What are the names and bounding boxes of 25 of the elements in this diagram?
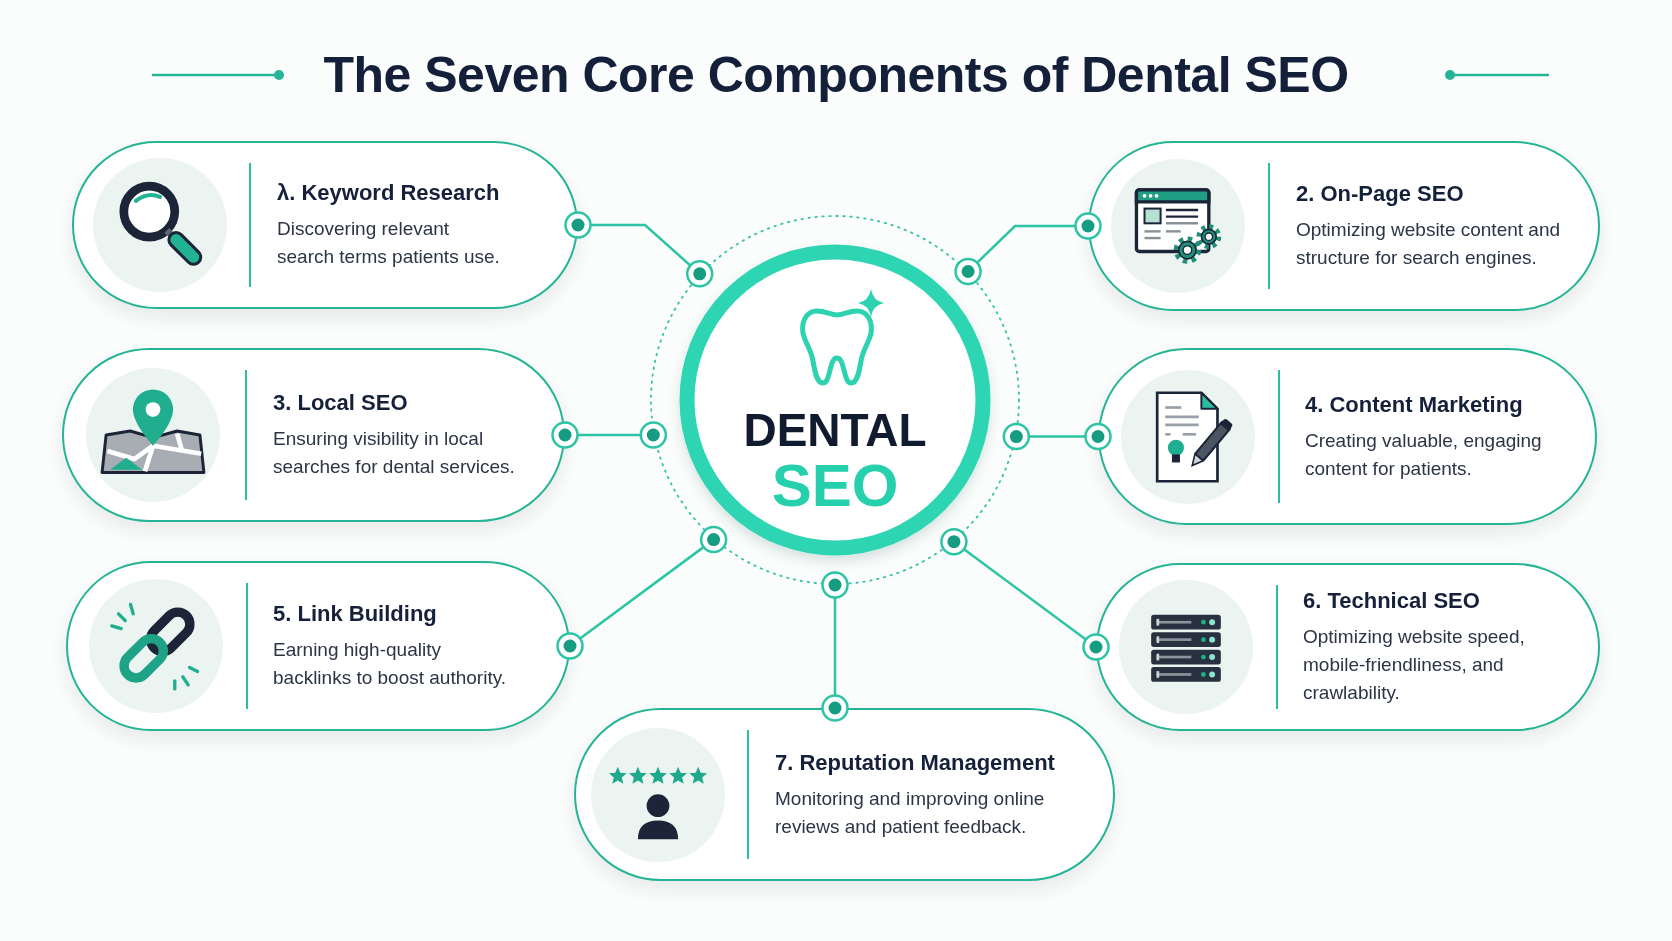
component-description: Discovering relevant search terms patients use. [277, 217, 501, 269]
component-title: 7. Reputation Management [775, 748, 1055, 777]
connector-line [821, 571, 849, 722]
connector-line [564, 211, 714, 288]
component-description: Monitoring and improving online reviews and patient feedback. [775, 786, 1046, 839]
page-title: The Seven Core Components of Dental SEO [323, 46, 1349, 105]
connector-line [556, 525, 728, 660]
component-title: 5. Link Building [273, 600, 437, 628]
connector-line [551, 421, 668, 449]
hub-title: DENTAL [743, 405, 927, 455]
connector-line [940, 527, 1110, 661]
connector-line [954, 212, 1102, 286]
component-title: λ. Keyword Research [277, 179, 500, 207]
component-title: 2. On-Page SEO [1296, 180, 1464, 208]
component-description: Earning high-quality backlinks to boost authority. [273, 638, 508, 690]
component-description: Optimizing website content and structure for search engines. [1296, 218, 1562, 270]
component-description: Ensuring visibility in local searches for dental services. [273, 427, 516, 479]
component-title: 4. Content Marketing [1305, 390, 1523, 419]
component-description: Optimizing website speed, mobile-friendliness, and crawlability. [1303, 625, 1526, 705]
connector-line [1002, 422, 1112, 451]
component-title: 3. Local SEO [273, 389, 408, 417]
hub-circle [650, 215, 1020, 585]
hub-subtitle: SEO [771, 455, 899, 517]
component-description: Creating valuable, engaging content for patients. [1305, 428, 1543, 481]
component-title: 6. Technical SEO [1303, 587, 1480, 615]
